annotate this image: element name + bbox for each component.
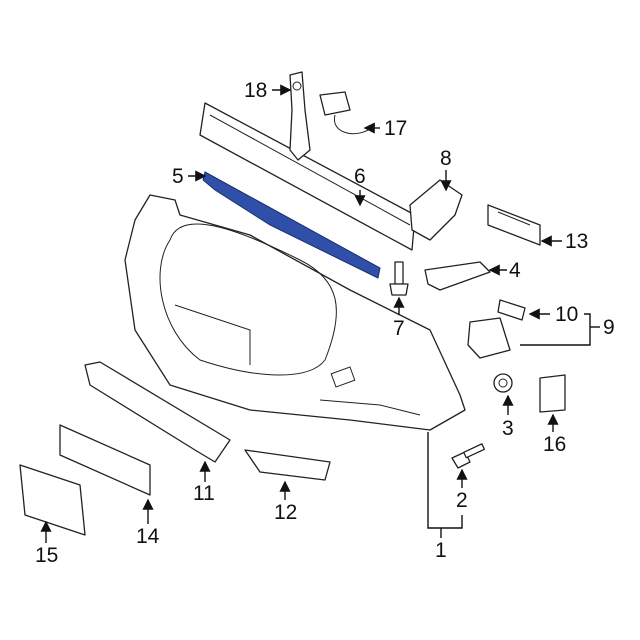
part-12-grille[interactable] — [244, 449, 331, 481]
callout-2: 2 — [456, 489, 468, 512]
callout-9: 9 — [603, 316, 615, 339]
callout-1: 1 — [435, 539, 447, 562]
callout-7: 7 — [393, 317, 405, 340]
callout-leaders — [40, 84, 600, 543]
part-18-bracket[interactable] — [289, 71, 311, 161]
part-13-cover[interactable] — [487, 204, 541, 246]
part-14-plate-bracket[interactable] — [59, 424, 151, 496]
callout-16: 16 — [543, 433, 567, 456]
part-3-nut[interactable] — [493, 373, 513, 393]
callout-14: 14 — [136, 525, 160, 548]
callout-3: 3 — [502, 417, 514, 440]
callout-11: 11 — [193, 482, 215, 505]
callout-4: 4 — [509, 259, 521, 282]
callout-6: 6 — [354, 165, 366, 188]
part-15-license-plate[interactable] — [19, 464, 86, 536]
part-10-bulb[interactable] — [497, 299, 526, 321]
part-7-bolt[interactable] — [389, 261, 409, 296]
part-6-impact-bar[interactable] — [199, 102, 416, 251]
callout-5: 5 — [172, 165, 184, 188]
callout-12: 12 — [274, 501, 298, 524]
part-8-bracket[interactable] — [409, 179, 463, 241]
callout-13: 13 — [565, 230, 589, 253]
part-4-clip[interactable] — [424, 261, 491, 291]
callout-17: 17 — [384, 117, 408, 140]
part-1-bumper-cover[interactable] — [124, 194, 466, 431]
part-11-grille[interactable] — [84, 361, 231, 463]
part-9-fog-lamp-bracket[interactable] — [467, 317, 511, 359]
part-16-cover[interactable] — [539, 374, 566, 413]
callout-8: 8 — [440, 147, 452, 170]
callout-18: 18 — [244, 79, 268, 102]
part-2-bolt[interactable] — [451, 443, 486, 469]
callout-15: 15 — [35, 544, 59, 567]
callout-10: 10 — [555, 303, 579, 326]
